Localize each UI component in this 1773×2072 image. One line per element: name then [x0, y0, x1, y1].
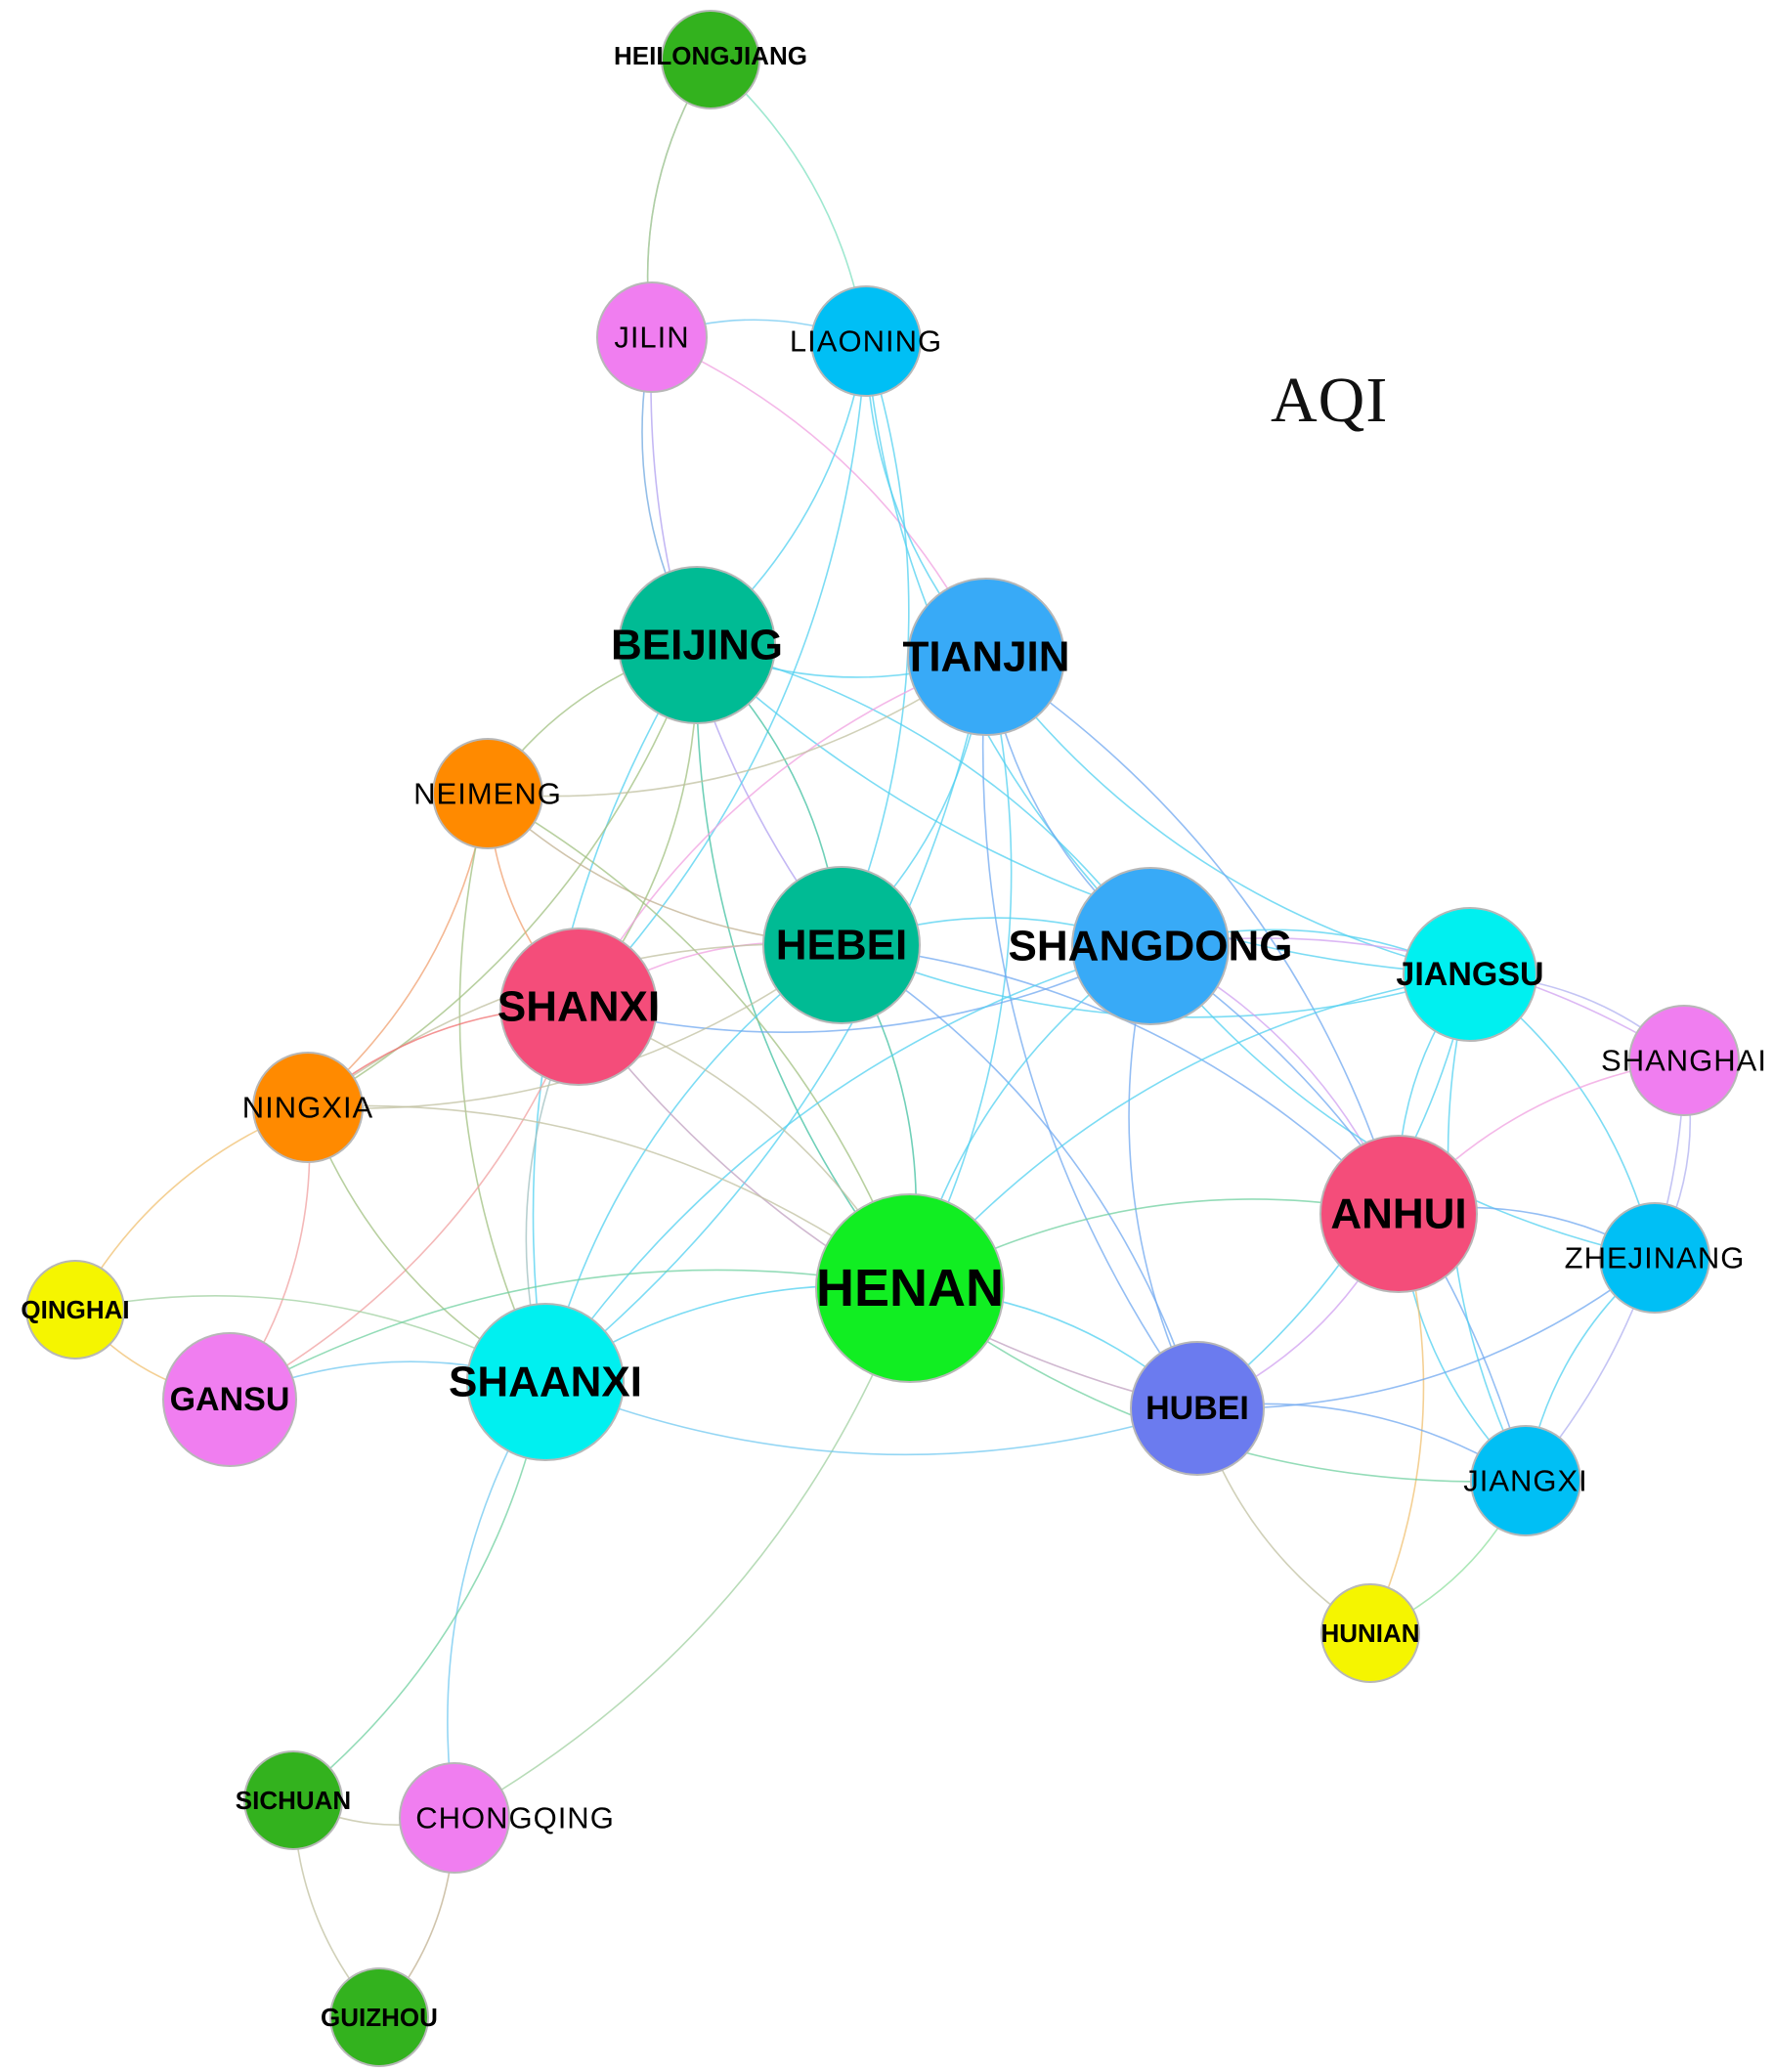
edge-hebei-hubei — [841, 944, 1198, 1409]
node-circle-chongqing — [399, 1762, 510, 1874]
node-chongqing: CHONGQING — [399, 1762, 615, 1874]
node-circle-gansu — [162, 1332, 297, 1467]
node-zhejinang: ZHEJINANG — [1565, 1202, 1746, 1314]
edge-zhejinang-hubei — [1196, 1257, 1656, 1410]
node-label-guizhou: GUIZHOU — [321, 2003, 438, 2032]
node-circle-zhejinang — [1599, 1202, 1710, 1314]
node-circle-shanxi — [499, 928, 658, 1086]
node-ningxia: NINGXIA — [242, 1052, 373, 1163]
node-shanghai: SHANGHAI — [1601, 1005, 1767, 1116]
node-circle-neimeng — [432, 738, 543, 849]
edge-shaanxi-hubei — [544, 1381, 1198, 1456]
node-circle-jilin — [596, 281, 708, 393]
node-label-hubei: HUBEI — [1146, 1390, 1249, 1427]
node-label-jilin: JILIN — [614, 321, 689, 355]
node-circle-beijing — [618, 566, 776, 724]
edge-beijing-shangdong — [696, 644, 1151, 947]
node-label-zhejinang: ZHEJINANG — [1565, 1241, 1746, 1275]
node-circle-jiangsu — [1403, 907, 1537, 1042]
node-circle-shanghai — [1628, 1005, 1740, 1116]
node-liaoning: LIAONING — [790, 285, 942, 397]
node-circle-qinghai — [25, 1260, 125, 1360]
node-label-hebei: HEBEI — [776, 922, 907, 970]
node-label-anhui: ANHUI — [1330, 1190, 1466, 1238]
edge-henan-gansu — [229, 1269, 911, 1401]
edge-hebei-anhui — [841, 944, 1400, 1215]
edge-beijing-ningxia — [307, 644, 698, 1108]
node-shanxi: SHANXI — [497, 928, 660, 1086]
node-heilongjiang: HEILONGJIANG — [614, 10, 807, 109]
node-neimeng: NEIMENG — [413, 738, 562, 849]
node-label-ningxia: NINGXIA — [242, 1091, 373, 1125]
node-label-shangdong: SHANGDONG — [1009, 923, 1293, 971]
node-label-neimeng: NEIMENG — [413, 777, 562, 811]
node-sichuan: SICHUAN — [236, 1750, 351, 1850]
node-circle-jiangxi — [1470, 1425, 1581, 1536]
node-guizhou: GUIZHOU — [321, 1967, 438, 2067]
node-label-hunian: HUNIAN — [1320, 1619, 1419, 1648]
node-circle-anhui — [1319, 1135, 1478, 1293]
edge-shangdong-shanxi — [578, 945, 1151, 1034]
edge-liaoning-shanxi — [578, 340, 867, 1008]
node-qinghai: QINGHAI — [21, 1260, 130, 1360]
edge-henan-chongqing — [454, 1287, 911, 1819]
node-hubei: HUBEI — [1130, 1341, 1265, 1476]
node-label-tianjin: TIANJIN — [902, 633, 1069, 681]
node-circle-hubei — [1130, 1341, 1265, 1476]
node-tianjin: TIANJIN — [902, 578, 1070, 736]
node-jilin: JILIN — [596, 281, 708, 393]
edge-tianjin-anhui — [985, 656, 1400, 1215]
node-label-jiangsu: JIANGSU — [1396, 956, 1543, 993]
node-label-qinghai: QINGHAI — [21, 1295, 129, 1324]
edge-tianjin-henan — [909, 656, 1013, 1289]
node-label-heilongjiang: HEILONGJIANG — [614, 41, 807, 70]
diagram-title: AQI — [1271, 365, 1389, 436]
node-circle-heilongjiang — [661, 10, 760, 109]
node-layer: HEILONGJIANG JILIN LIAONING BEIJING TIANJIN N… — [21, 10, 1767, 2067]
node-label-shanxi: SHANXI — [497, 983, 660, 1031]
node-circle-tianjin — [907, 578, 1065, 736]
edge-shangdong-shaanxi — [544, 945, 1151, 1383]
node-label-gansu: GANSU — [170, 1381, 290, 1418]
node-label-shaanxi: SHAANXI — [449, 1359, 642, 1406]
node-label-chongqing: CHONGQING — [415, 1801, 615, 1835]
node-circle-shangdong — [1071, 867, 1230, 1025]
node-circle-henan — [815, 1193, 1005, 1383]
node-label-beijing: BEIJING — [611, 622, 783, 669]
node-shangdong: SHANGDONG — [1009, 867, 1293, 1025]
node-henan: HENAN — [815, 1193, 1005, 1383]
node-gansu: GANSU — [162, 1332, 297, 1467]
node-circle-hunian — [1320, 1583, 1420, 1683]
node-hebei: HEBEI — [762, 866, 921, 1024]
node-jiangxi: JIANGXI — [1463, 1425, 1588, 1536]
node-label-shanghai: SHANGHAI — [1601, 1044, 1767, 1078]
edge-tianjin-hubei — [981, 656, 1198, 1409]
node-hunian: HUNIAN — [1320, 1583, 1420, 1683]
edge-neimeng-henan — [487, 793, 911, 1289]
node-label-henan: HENAN — [816, 1259, 1004, 1317]
node-circle-guizhou — [329, 1967, 429, 2067]
node-circle-hebei — [762, 866, 921, 1024]
edge-beijing-henan — [695, 644, 911, 1289]
node-circle-liaoning — [810, 285, 922, 397]
node-label-sichuan: SICHUAN — [236, 1786, 351, 1815]
node-circle-shaanxi — [466, 1303, 625, 1461]
node-label-liaoning: LIAONING — [790, 324, 942, 359]
edge-jiangsu-henan — [909, 973, 1471, 1289]
node-jiangsu: JIANGSU — [1396, 907, 1544, 1042]
node-label-jiangxi: JIANGXI — [1463, 1464, 1588, 1498]
edge-beijing-jiangsu — [696, 644, 1471, 975]
edge-tianjin-jiangsu — [985, 656, 1471, 975]
node-beijing: BEIJING — [611, 566, 783, 724]
edge-tianjin-shaanxi — [544, 656, 987, 1383]
edge-neimeng-shaanxi — [458, 793, 546, 1383]
node-shaanxi: SHAANXI — [449, 1303, 642, 1461]
node-anhui: ANHUI — [1319, 1135, 1478, 1293]
node-circle-sichuan — [243, 1750, 343, 1850]
node-circle-ningxia — [252, 1052, 364, 1163]
